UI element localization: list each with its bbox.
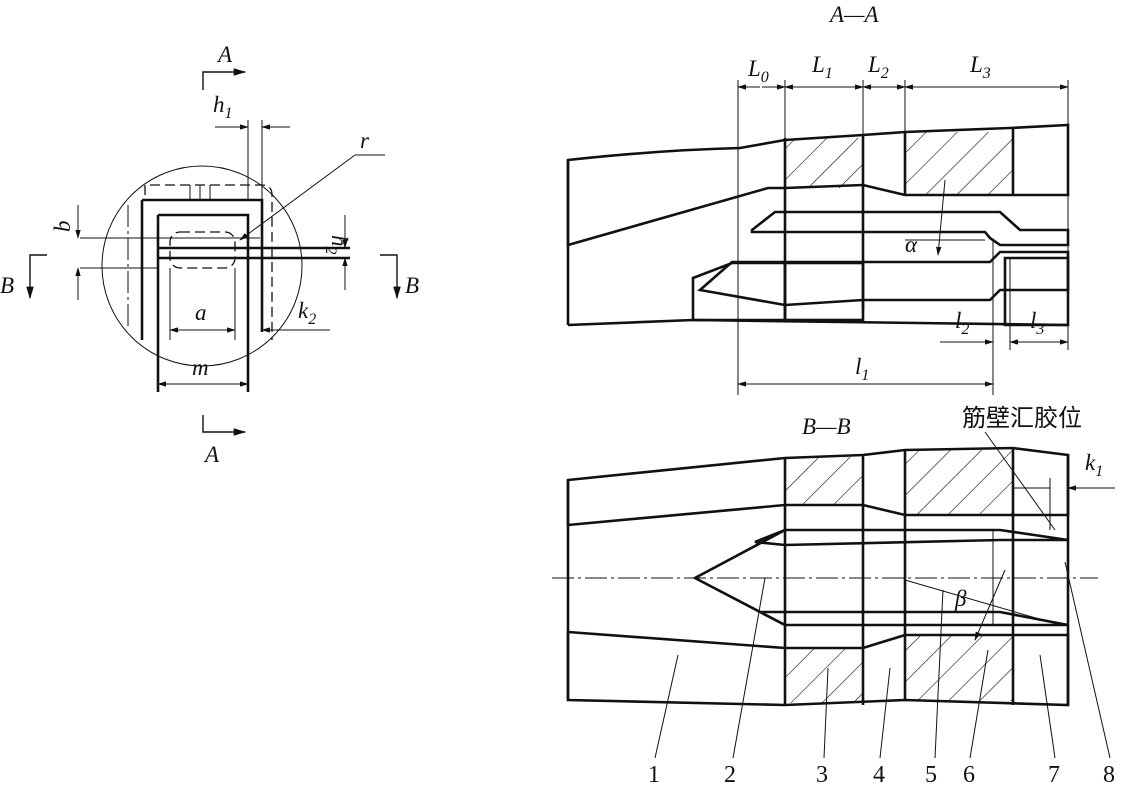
bb-upper-block — [566, 446, 1070, 527]
section-aa-view: A—A L0 L1 L2 — [566, 2, 1070, 395]
dim-L3: L3 — [969, 52, 991, 82]
section-letter-b-right: B — [405, 273, 419, 298]
angle-alpha: α — [905, 232, 918, 257]
section-aa-title: A—A — [828, 2, 880, 27]
dim-k2: k2 — [298, 298, 316, 328]
dim-L2: L2 — [867, 52, 889, 82]
dim-h2: h2 — [322, 235, 352, 255]
section-letter-b-left: B — [0, 273, 14, 298]
angle-beta: β — [954, 586, 967, 611]
aa-runner-lower — [697, 250, 1070, 307]
part-number: 6 — [963, 762, 975, 786]
dashed-outline — [144, 184, 273, 340]
part-number: 1 — [648, 762, 660, 786]
dim-l1: l1 — [855, 354, 869, 384]
dim-h1: h1 — [213, 92, 233, 122]
front-view: A A B B h1 r h2 b a k2 m — [0, 42, 419, 467]
part-number: 5 — [925, 762, 937, 786]
gate-slot — [169, 231, 236, 269]
dim-b: b — [50, 221, 75, 233]
section-bb-title: B—B — [802, 414, 851, 439]
part-number: 8 — [1103, 762, 1115, 786]
dim-L0: L0 — [747, 56, 769, 86]
dim-l3: l3 — [1030, 308, 1044, 338]
part-number: 2 — [724, 762, 736, 786]
part-number: 4 — [873, 762, 885, 786]
dim-L1: L1 — [811, 52, 833, 82]
bb-runner-top — [754, 528, 1069, 547]
section-letter-a-bottom: A — [203, 442, 220, 467]
dim-m: m — [192, 355, 209, 380]
aa-upper-block — [566, 123, 1070, 247]
dim-r: r — [360, 128, 370, 153]
detail-circle — [101, 165, 303, 367]
dim-a: a — [195, 300, 207, 325]
part-number: 3 — [816, 762, 828, 786]
section-bb-view: B—B 筋壁汇胶位 k1 β — [552, 404, 1115, 786]
dim-l2: l2 — [955, 308, 969, 338]
part-number: 7 — [1048, 762, 1060, 786]
rib-wall-label: 筋壁汇胶位 — [962, 404, 1082, 432]
dim-k1: k1 — [1085, 450, 1103, 480]
section-letter-a-top: A — [216, 42, 233, 67]
